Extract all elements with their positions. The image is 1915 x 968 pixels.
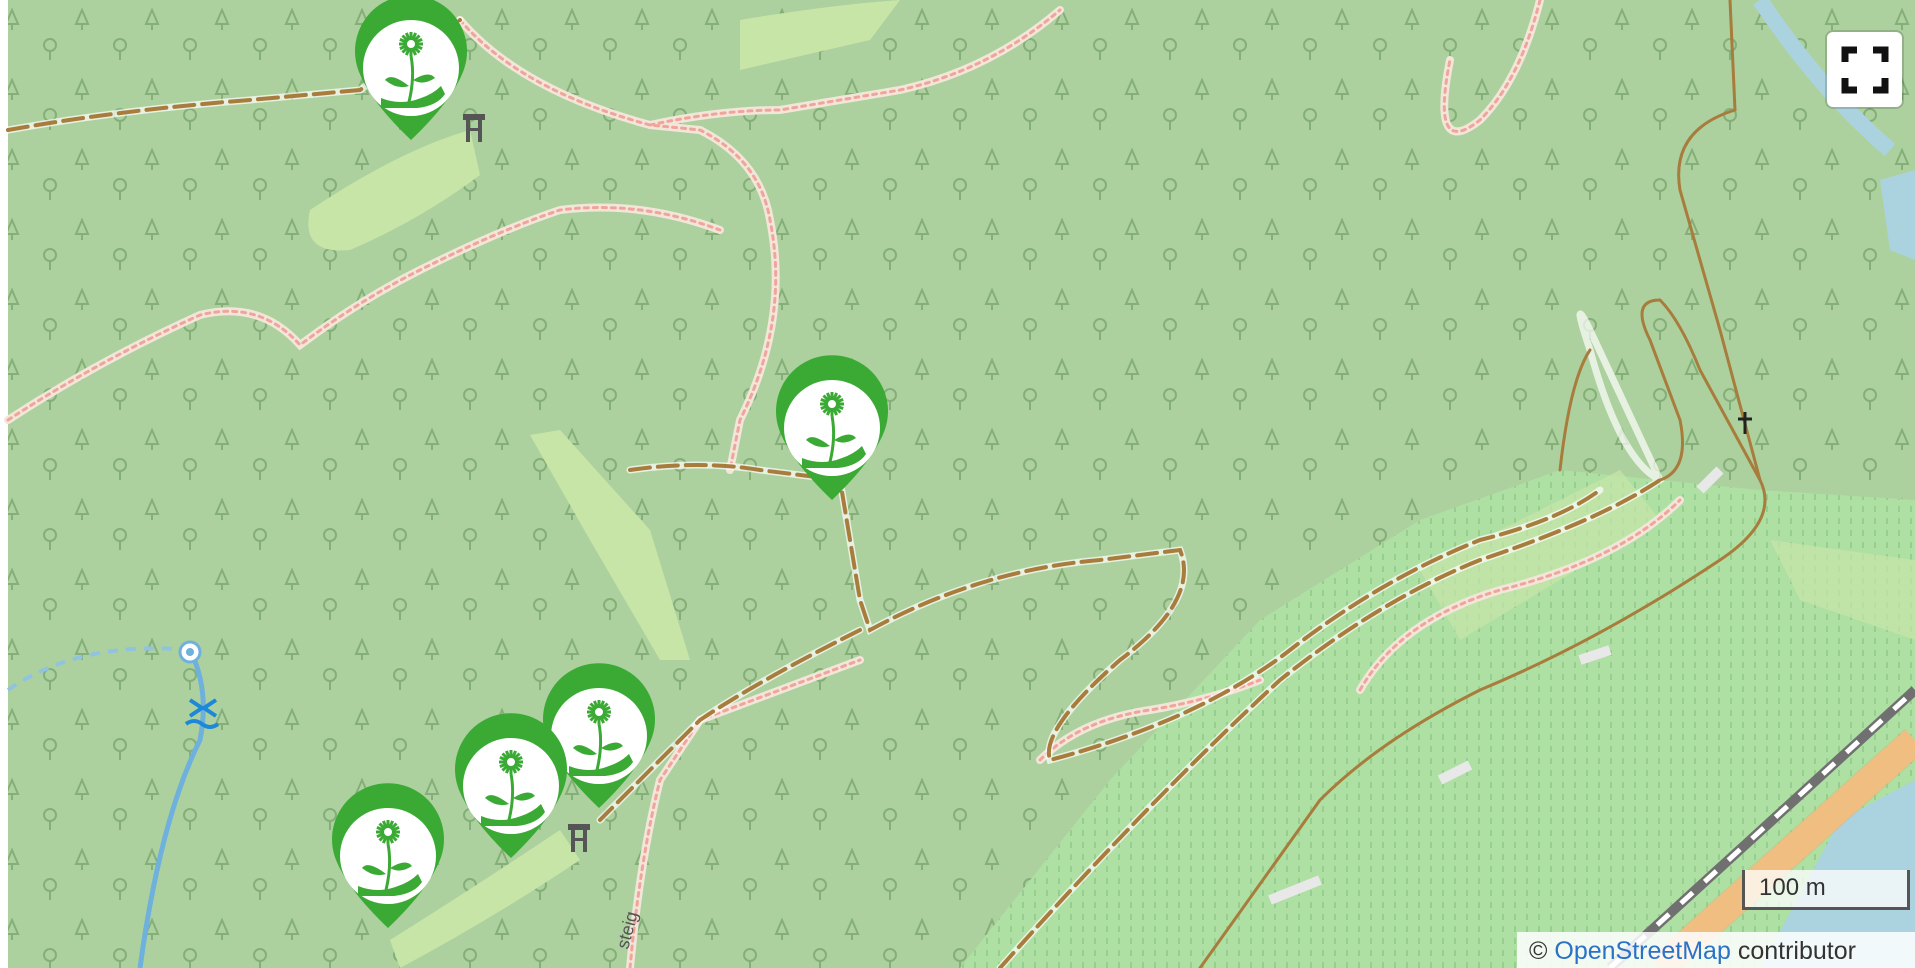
flower-hand-icon <box>569 700 633 776</box>
attribution-prefix: © <box>1529 937 1555 965</box>
plant-marker-1[interactable] <box>355 0 467 140</box>
attribution-suffix: contributor <box>1730 937 1856 965</box>
fullscreen-button[interactable] <box>1827 32 1902 107</box>
meadow-area <box>390 830 580 968</box>
tracks <box>4 0 1767 968</box>
openstreetmap-link[interactable]: OpenStreetMap <box>1554 937 1731 965</box>
flower-hand-icon <box>358 820 422 896</box>
plant-marker-5[interactable] <box>332 783 444 928</box>
wayside-cross-icon <box>1738 412 1752 434</box>
footpaths <box>4 0 1684 968</box>
main-road <box>1650 729 1915 968</box>
river-area <box>1880 170 1915 260</box>
hunting-stand-icon <box>568 824 590 852</box>
stream <box>6 646 191 692</box>
meadow-area <box>530 430 690 660</box>
fullscreen-icon <box>1841 46 1889 94</box>
meadow-area <box>308 130 480 251</box>
attribution: © OpenStreetMap contributor <box>1517 932 1915 968</box>
weir-icon <box>184 698 220 729</box>
hunting-stand-icon <box>463 114 485 142</box>
plant-marker-3[interactable] <box>543 663 655 808</box>
stream <box>137 648 206 968</box>
flower-hand-icon <box>481 750 545 826</box>
meadow-area <box>740 0 900 70</box>
meadow-area <box>1770 540 1915 640</box>
flower-hand-icon <box>381 32 445 108</box>
scale-bar: 100 m <box>1742 870 1910 910</box>
plant-marker-4[interactable] <box>455 713 567 858</box>
flower-hand-icon <box>802 392 866 468</box>
scale-label: 100 m <box>1759 874 1826 901</box>
plant-marker-2[interactable] <box>776 355 888 501</box>
